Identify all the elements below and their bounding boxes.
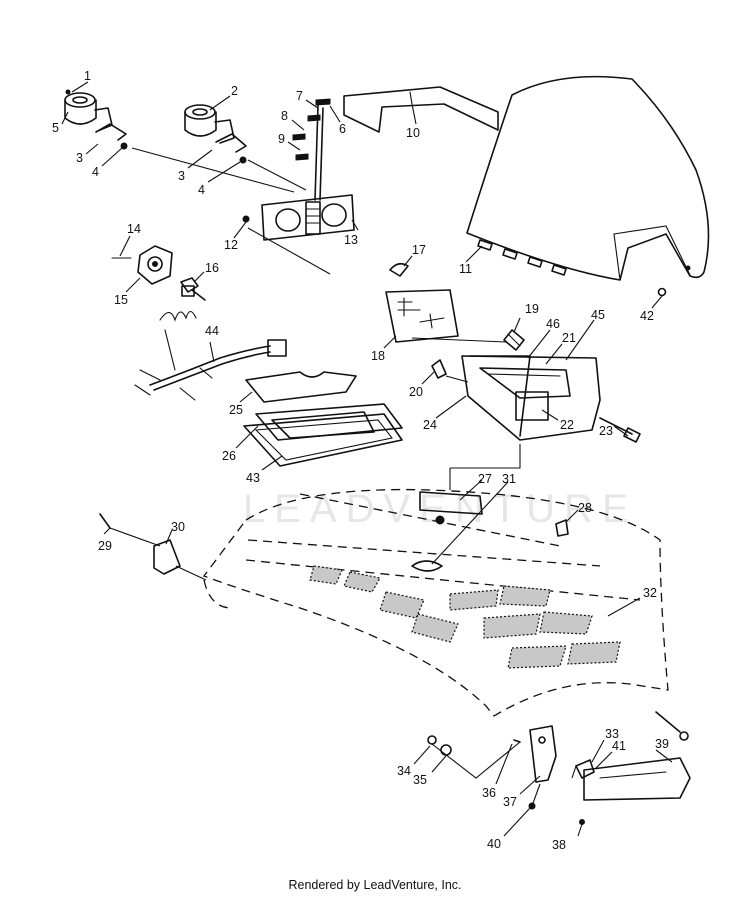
leader-lines bbox=[109, 147, 577, 807]
callout-15: 15 bbox=[114, 293, 128, 307]
callout-14: 14 bbox=[127, 222, 141, 236]
callout-35: 35 bbox=[413, 773, 427, 787]
callout-7: 7 bbox=[296, 89, 303, 103]
dash-panel bbox=[242, 98, 355, 241]
callout-41: 41 bbox=[612, 739, 626, 753]
callout-2: 2 bbox=[231, 84, 238, 98]
callout-10: 10 bbox=[406, 126, 420, 140]
callout-37: 37 bbox=[503, 795, 517, 809]
callout-6: 6 bbox=[339, 122, 346, 136]
watermark-text: LEADVENTURE bbox=[243, 487, 638, 531]
callout-18: 18 bbox=[371, 349, 385, 363]
callout-11: 11 bbox=[459, 262, 472, 276]
callout-12: 12 bbox=[224, 238, 238, 252]
windshield-trim bbox=[343, 86, 499, 133]
gauge-brackets bbox=[65, 89, 247, 164]
callout-16: 16 bbox=[205, 261, 219, 275]
callout-44: 44 bbox=[205, 324, 219, 338]
callout-40: 40 bbox=[487, 837, 501, 851]
footer-credit: Rendered by LeadVenture, Inc. bbox=[288, 878, 462, 892]
callout-26: 26 bbox=[222, 449, 236, 463]
gauge-right bbox=[184, 104, 235, 144]
callout-33: 33 bbox=[605, 727, 619, 741]
callout-3a: 3 bbox=[76, 151, 83, 165]
callout-4b: 4 bbox=[198, 183, 205, 197]
callout-9: 9 bbox=[278, 132, 285, 146]
callout-45: 45 bbox=[591, 308, 605, 322]
hood bbox=[202, 488, 669, 717]
callout-32: 32 bbox=[643, 586, 657, 600]
callout-24: 24 bbox=[423, 418, 437, 432]
callout-28: 28 bbox=[578, 501, 592, 515]
callout-23: 23 bbox=[599, 424, 613, 438]
console-pad bbox=[243, 371, 403, 467]
hood-hinge bbox=[427, 725, 691, 825]
callout-8: 8 bbox=[281, 109, 288, 123]
headlight-housing bbox=[431, 355, 641, 443]
windshield bbox=[466, 75, 710, 297]
callout-39: 39 bbox=[655, 737, 669, 751]
callout-36: 36 bbox=[482, 786, 496, 800]
callout-numbers: 1 2 3 3 4 4 5 6 7 8 9 10 11 12 13 14 15 … bbox=[52, 69, 673, 852]
callout-21: 21 bbox=[562, 331, 576, 345]
callout-13: 13 bbox=[344, 233, 358, 247]
callout-1: 1 bbox=[84, 69, 91, 83]
callout-17: 17 bbox=[412, 243, 426, 257]
callout-42: 42 bbox=[640, 309, 654, 323]
callout-27: 27 bbox=[478, 472, 492, 486]
callout-5: 5 bbox=[52, 121, 59, 135]
callout-38: 38 bbox=[552, 838, 566, 852]
callout-25: 25 bbox=[229, 403, 243, 417]
headlight bbox=[385, 262, 525, 351]
callout-20: 20 bbox=[409, 385, 423, 399]
callout-43: 43 bbox=[246, 471, 260, 485]
gauge-left bbox=[64, 92, 113, 131]
callout-3b: 3 bbox=[178, 169, 185, 183]
callout-31: 31 bbox=[502, 472, 516, 486]
callout-19: 19 bbox=[525, 302, 539, 316]
wire-harness bbox=[134, 285, 287, 401]
callout-34: 34 bbox=[397, 764, 411, 778]
callout-29: 29 bbox=[98, 539, 112, 553]
callout-22: 22 bbox=[560, 418, 574, 432]
callout-46: 46 bbox=[546, 317, 560, 331]
callout-30: 30 bbox=[171, 520, 185, 534]
callout-4a: 4 bbox=[92, 165, 99, 179]
